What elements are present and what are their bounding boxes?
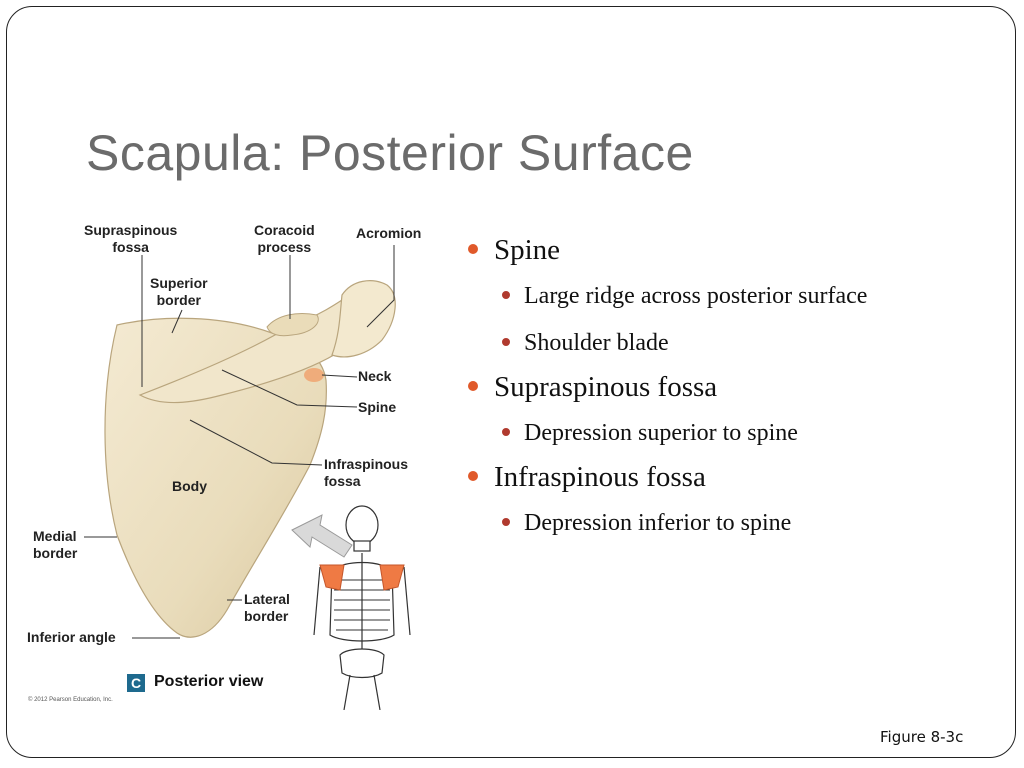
- label-coracoid-process: Coracoid process: [254, 222, 315, 255]
- sub-bullet-dot: [502, 518, 510, 526]
- label-acromion: Acromion: [356, 225, 422, 241]
- orientation-arrow: [291, 514, 353, 558]
- copyright-note: © 2012 Pearson Education, Inc.: [28, 697, 113, 703]
- skeleton-inset: [313, 505, 411, 710]
- label-spine: Spine: [358, 399, 397, 415]
- label-body: Body: [172, 478, 207, 494]
- sub-bullet-shoulder-blade: Shoulder blade: [466, 323, 986, 363]
- scapula-illustration: [84, 245, 411, 710]
- sub-bullet-dot: [502, 291, 510, 299]
- view-caption: Posterior view: [154, 673, 264, 690]
- bullet-list: Spine Large ridge across posterior surfa…: [466, 232, 986, 549]
- left-scapula-highlight: [319, 564, 345, 591]
- label-inferior-angle: Inferior angle: [27, 629, 116, 645]
- right-scapula-highlight: [379, 564, 405, 591]
- label-lateral-border: Lateral border: [244, 591, 290, 624]
- bullet-dot: [468, 471, 478, 481]
- sub-bullet-dot: [502, 428, 510, 436]
- sub-bullet-depression-superior: Depression superior to spine: [466, 413, 986, 453]
- bullet-infraspinous-fossa: Infraspinous fossa: [466, 459, 986, 495]
- label-medial-border: Medial border: [33, 528, 78, 561]
- label-superior-border: Superior border: [150, 275, 208, 308]
- label-infraspinous-fossa: Infraspinous fossa: [324, 456, 409, 489]
- sub-bullet-depression-inferior: Depression inferior to spine: [466, 503, 986, 543]
- label-neck: Neck: [358, 368, 392, 384]
- coracoid-shape: [266, 313, 319, 337]
- neck-highlight-shape: [304, 368, 324, 382]
- scapula-figure: Supraspinous fossa Coracoid process Acro…: [22, 215, 442, 710]
- bullet-dot: [468, 381, 478, 391]
- figure-reference: Figure 8-3c: [880, 728, 964, 746]
- sub-bullet-dot: [502, 338, 510, 346]
- bullet-supraspinous-fossa: Supraspinous fossa: [466, 369, 986, 405]
- sub-bullet-large-ridge: Large ridge across posterior surface: [466, 276, 986, 317]
- acromion-shape: [331, 280, 396, 358]
- leader-lines: [84, 245, 395, 639]
- slide-title: Scapula: Posterior Surface: [86, 125, 694, 181]
- bullet-dot: [468, 244, 478, 254]
- bullet-spine: Spine: [466, 232, 986, 268]
- view-badge: C: [127, 674, 145, 692]
- label-supraspinous-fossa: Supraspinous fossa: [84, 222, 178, 255]
